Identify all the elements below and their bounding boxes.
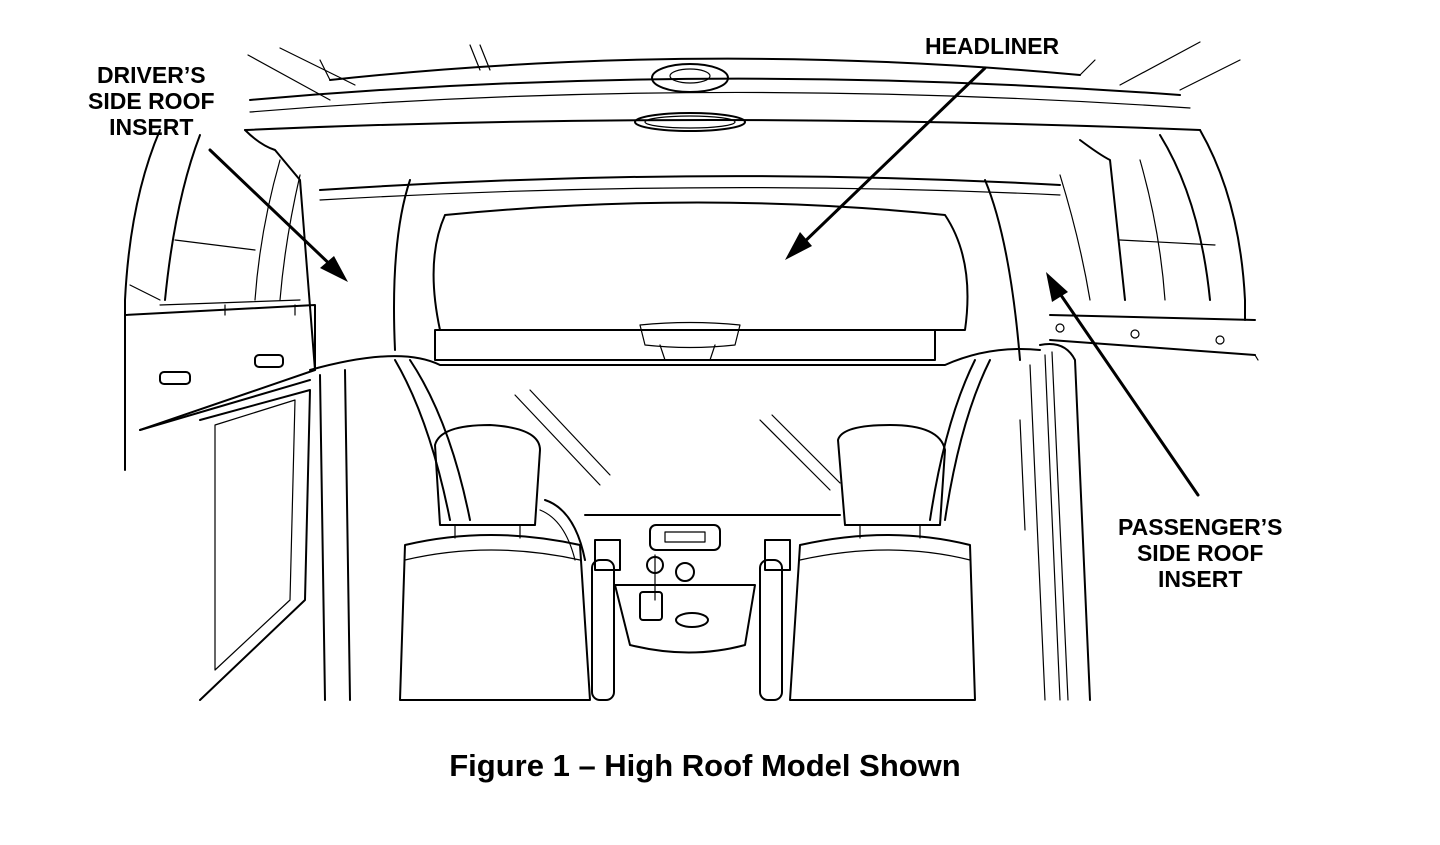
leader-arrows	[208, 66, 1200, 497]
headliner-label: HEADLINER	[925, 33, 1060, 59]
passenger-seat	[789, 424, 976, 701]
headliner-leader	[796, 66, 987, 250]
left-door-panel	[124, 299, 351, 701]
right-side-panel	[1029, 314, 1256, 701]
dashboard-console	[539, 499, 841, 701]
floor-lines	[1019, 354, 1259, 531]
driver-seat	[399, 424, 591, 701]
passenger-insert-arrowhead	[1046, 272, 1068, 302]
headliner-panel	[309, 175, 1061, 371]
driver-insert-leader	[208, 148, 340, 274]
headliner-arrowhead	[785, 232, 812, 260]
passenger-insert-leader	[1052, 283, 1200, 497]
driver-side-roof-insert-label: DRIVER’S SIDE ROOF INSERT	[88, 62, 215, 140]
passenger-side-roof-insert-label: PASSENGER’S SIDE ROOF INSERT	[1118, 514, 1283, 592]
windshield-glare	[514, 389, 841, 491]
driver-insert-arrowhead	[320, 256, 348, 282]
left-pillar	[124, 129, 316, 471]
right-pillar	[1059, 129, 1246, 321]
a-pillars	[394, 359, 991, 521]
figure-caption: Figure 1 – High Roof Model Shown	[449, 748, 961, 783]
dome-light	[469, 44, 746, 132]
sun-visors	[434, 321, 936, 361]
roof-lines	[244, 41, 1241, 131]
